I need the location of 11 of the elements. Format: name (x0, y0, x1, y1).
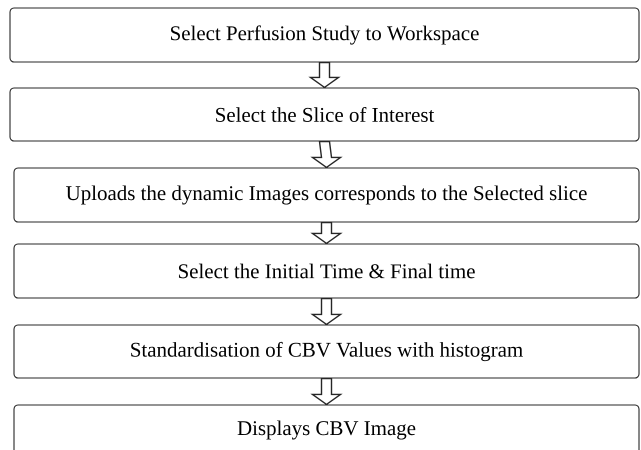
block-arrow (310, 222, 343, 244)
block-arrow (308, 62, 341, 88)
process-box: Select Perfusion Study to Workspace (9, 7, 640, 63)
block-arrow (310, 378, 343, 406)
process-box: Select the Slice of Interest (9, 87, 640, 142)
block-arrow (310, 140, 343, 168)
process-box: Displays CBV Image (13, 404, 640, 450)
process-box: Select the Initial Time & Final time (13, 243, 640, 299)
block-arrow (310, 298, 343, 326)
process-box: Standardisation of CBV Values with histogram (13, 324, 640, 379)
process-box: Uploads the dynamic Images corresponds to the Selected slice (13, 167, 640, 223)
